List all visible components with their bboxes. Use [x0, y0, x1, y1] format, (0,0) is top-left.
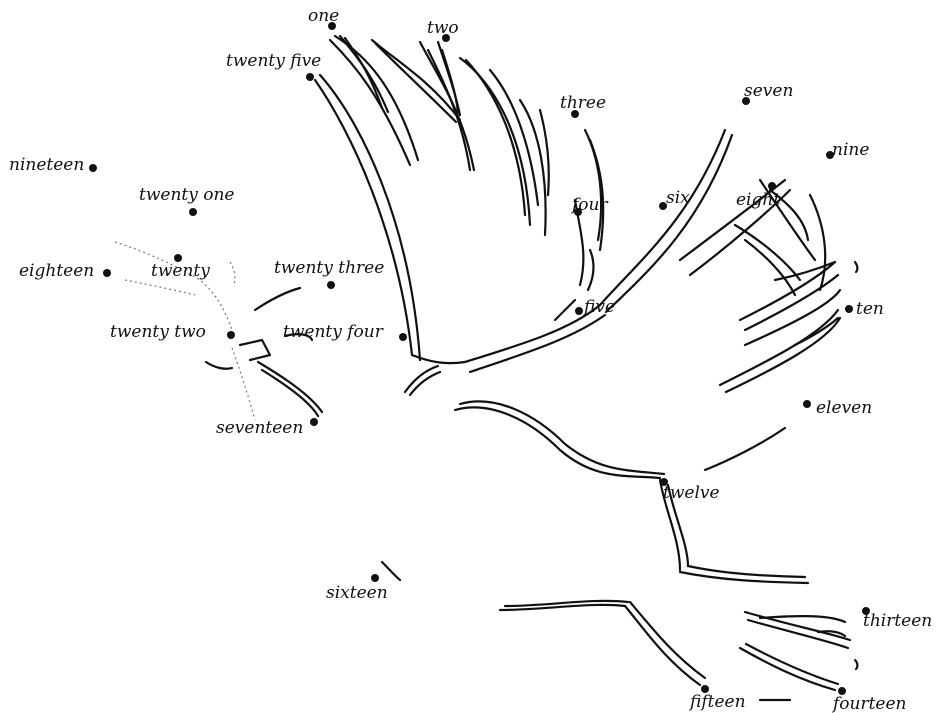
dot-marker[interactable] [371, 574, 379, 582]
dot-one[interactable]: one [308, 6, 339, 30]
dot-label: eleven [816, 398, 872, 418]
dot-label: two [427, 18, 459, 38]
dot-four[interactable]: four [570, 195, 608, 216]
dot-marker[interactable] [89, 164, 97, 172]
dot-label: twenty two [110, 322, 206, 342]
dot-marker[interactable] [803, 400, 811, 408]
dot-twenty-five[interactable]: twenty five [226, 51, 321, 81]
dot-marker[interactable] [306, 73, 314, 81]
dot-marker[interactable] [103, 269, 111, 277]
dot-label: sixteen [326, 583, 388, 603]
dot-eight[interactable]: eight [736, 182, 780, 210]
dot-label: eight [736, 190, 780, 210]
dot-label: twenty [151, 261, 210, 281]
dot-five[interactable]: five [575, 297, 615, 317]
dot-label: twenty one [139, 185, 234, 205]
dot-twenty-four[interactable]: twenty four [283, 322, 407, 342]
dot-three[interactable]: three [560, 93, 606, 118]
dot-ten[interactable]: ten [845, 299, 884, 319]
dot-marker[interactable] [189, 208, 197, 216]
dot-label: nine [832, 140, 869, 160]
dot-nine[interactable]: nine [826, 140, 869, 160]
dot-twenty-three[interactable]: twenty three [274, 258, 384, 289]
dot-label: nineteen [9, 155, 84, 175]
dot-label: twelve [663, 483, 720, 503]
dot-eleven[interactable]: eleven [803, 398, 872, 418]
dot-label: twenty four [283, 322, 384, 342]
dot-marker[interactable] [399, 333, 407, 341]
dot-label: five [582, 297, 615, 317]
dot-label: eighteen [19, 261, 94, 281]
dot-marker[interactable] [227, 331, 235, 339]
dot-label: three [560, 93, 606, 113]
dot-label: thirteen [863, 611, 932, 631]
dot-label: twenty five [226, 51, 321, 71]
dot-twenty[interactable]: twenty [151, 254, 210, 281]
dot-seventeen[interactable]: seventeen [216, 418, 318, 438]
dot-twenty-one[interactable]: twenty one [139, 185, 234, 216]
dot-marker[interactable] [768, 182, 776, 190]
dot-fourteen[interactable]: fourteen [831, 687, 907, 713]
dot-marker[interactable] [310, 418, 318, 426]
dot-label: fourteen [831, 694, 907, 713]
dot-label: ten [856, 299, 884, 319]
dot-label: one [308, 6, 339, 26]
dot-twenty-two[interactable]: twenty two [110, 322, 235, 342]
dot-label: twenty three [274, 258, 384, 278]
dot-label: fifteen [688, 692, 746, 712]
dot-thirteen[interactable]: thirteen [862, 607, 932, 631]
dot-seven[interactable]: seven [742, 81, 793, 105]
dot-eighteen[interactable]: eighteen [19, 261, 111, 281]
dot-marker[interactable] [327, 281, 335, 289]
dot-marker[interactable] [845, 305, 853, 313]
dot-sixteen[interactable]: sixteen [326, 574, 388, 603]
dot-nineteen[interactable]: nineteen [9, 155, 97, 175]
dot-label: six [666, 188, 690, 208]
dot-two[interactable]: two [427, 18, 459, 42]
dot-marker[interactable] [575, 307, 583, 315]
dot-twelve[interactable]: twelve [660, 478, 720, 503]
dot-label: seven [744, 81, 793, 101]
dot-fifteen[interactable]: fifteen [688, 685, 746, 712]
dot-six[interactable]: six [659, 188, 690, 210]
dot-label: seventeen [216, 418, 303, 438]
dot-label: four [570, 195, 608, 215]
